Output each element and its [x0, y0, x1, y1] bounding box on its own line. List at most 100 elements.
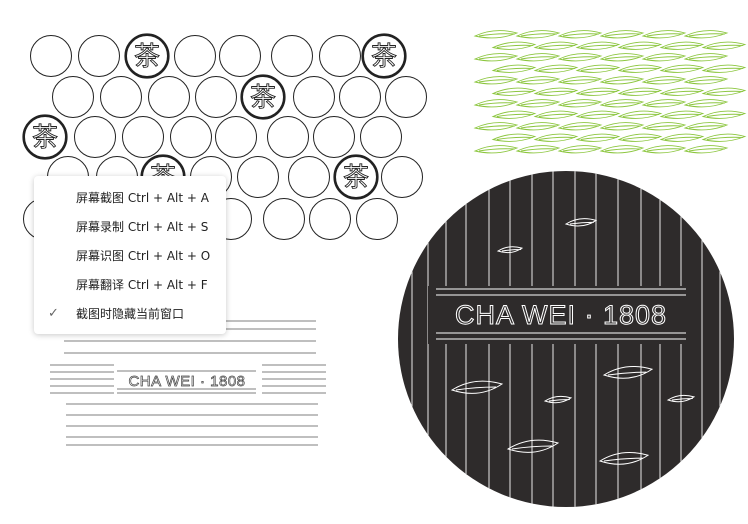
pattern-circle: [309, 198, 351, 240]
pattern-circle: [381, 156, 423, 198]
stamp-ring: [333, 154, 379, 200]
green-leaf: [557, 76, 603, 85]
pattern-circle: [148, 76, 190, 118]
checkmark-icon: ✓: [48, 306, 59, 321]
green-leaf: [617, 110, 663, 119]
green-leaf: [659, 64, 705, 73]
dark-disc: CHA WEI · 1808: [398, 171, 734, 507]
green-leaf: [599, 30, 645, 39]
disc-leaf: [496, 246, 524, 254]
pattern-circle: [237, 156, 279, 198]
green-leaf: [515, 145, 561, 154]
pattern-circle: [313, 116, 355, 158]
green-leaf: [491, 41, 537, 50]
tea-stamp-glyph: 茶: [134, 42, 160, 72]
green-leaf: [575, 41, 621, 50]
menu-item-image-recognition[interactable]: 屏幕识图 Ctrl + Alt + O: [34, 244, 226, 268]
green-leaf: [515, 76, 561, 85]
green-leaf: [701, 87, 747, 96]
tea-stamp-glyph: 茶: [250, 83, 276, 113]
green-leaf: [599, 99, 645, 108]
green-leaf: [473, 145, 519, 154]
leaf-pattern: [473, 30, 747, 154]
green-leaf: [557, 53, 603, 62]
green-leaf: [641, 30, 687, 39]
disc-leaf: [564, 218, 598, 227]
green-leaf: [617, 64, 663, 73]
menu-item-label: 屏幕识图 Ctrl + Alt + O: [76, 249, 211, 263]
pattern-circle: [219, 35, 261, 77]
green-leaf: [491, 110, 537, 119]
green-leaf: [599, 76, 645, 85]
green-leaf: [683, 53, 729, 62]
stamp-ring: [124, 33, 170, 79]
green-leaf: [557, 145, 603, 154]
pattern-circle: [30, 35, 72, 77]
green-leaf: [557, 99, 603, 108]
green-leaf: [575, 87, 621, 96]
green-leaf: [599, 145, 645, 154]
green-leaf: [575, 133, 621, 142]
green-leaf: [641, 99, 687, 108]
disc-leaf: [666, 394, 696, 403]
green-leaf: [599, 53, 645, 62]
green-leaf: [575, 64, 621, 73]
pattern-circle: [263, 198, 305, 240]
green-leaf: [659, 133, 705, 142]
tea-stamp-glyph: 茶: [343, 163, 369, 193]
green-leaf: [473, 99, 519, 108]
tea-stamp-glyph: 茶: [32, 123, 58, 153]
stamp-ring: [361, 33, 407, 79]
menu-item-screen-record[interactable]: 屏幕录制 Ctrl + Alt + S: [34, 215, 226, 239]
green-leaf: [599, 122, 645, 131]
green-leaf: [683, 76, 729, 85]
green-leaf: [701, 64, 747, 73]
pattern-circle: [385, 76, 427, 118]
green-leaf: [533, 41, 579, 50]
green-leaf: [683, 99, 729, 108]
menu-item-hide-window[interactable]: ✓ 截图时隐藏当前窗口: [34, 302, 226, 326]
green-leaf: [683, 30, 729, 39]
green-leaf: [473, 122, 519, 131]
pattern-circle: [215, 116, 257, 158]
pattern-circle: [52, 76, 94, 118]
tea-stamp-glyph: 茶: [371, 42, 397, 72]
menu-item-label: 截图时隐藏当前窗口: [76, 307, 185, 321]
green-leaf: [515, 99, 561, 108]
green-leaf: [641, 53, 687, 62]
disc-logo-text: CHA WEI · 1808: [455, 300, 667, 330]
line-logo: CHA WEI · 1808: [50, 320, 326, 446]
disc-leaf: [602, 365, 654, 379]
green-leaf: [701, 133, 747, 142]
stamp-ring: [22, 114, 68, 160]
green-leaf: [641, 76, 687, 85]
disc-leaf: [543, 395, 573, 404]
menu-item-label: 屏幕录制 Ctrl + Alt + S: [76, 220, 209, 234]
disc-leaf: [598, 451, 650, 465]
pattern-circle: [74, 116, 116, 158]
pattern-circle: [360, 116, 402, 158]
green-leaf: [515, 122, 561, 131]
green-leaf: [683, 145, 729, 154]
menu-item-screen-translate[interactable]: 屏幕翻译 Ctrl + Alt + F: [34, 273, 226, 297]
green-leaf: [683, 122, 729, 131]
green-leaf: [557, 30, 603, 39]
green-leaf: [641, 145, 687, 154]
green-leaf: [533, 87, 579, 96]
green-leaf: [473, 30, 519, 39]
pattern-circle: [195, 76, 237, 118]
menu-item-screenshot[interactable]: 屏幕截图 Ctrl + Alt + A: [34, 186, 226, 210]
green-leaf: [473, 76, 519, 85]
green-leaf: [617, 41, 663, 50]
green-leaf: [533, 133, 579, 142]
green-leaf: [491, 64, 537, 73]
menu-item-label: 屏幕截图 Ctrl + Alt + A: [76, 191, 209, 205]
pattern-circle: [122, 116, 164, 158]
stamp-ring: [240, 74, 286, 120]
pattern-circle: [339, 76, 381, 118]
line-logo-text: CHA WEI · 1808: [128, 373, 245, 390]
green-leaf: [701, 41, 747, 50]
pattern-circle: [293, 76, 335, 118]
menu-item-label: 屏幕翻译 Ctrl + Alt + F: [76, 278, 208, 292]
green-leaf: [533, 110, 579, 119]
